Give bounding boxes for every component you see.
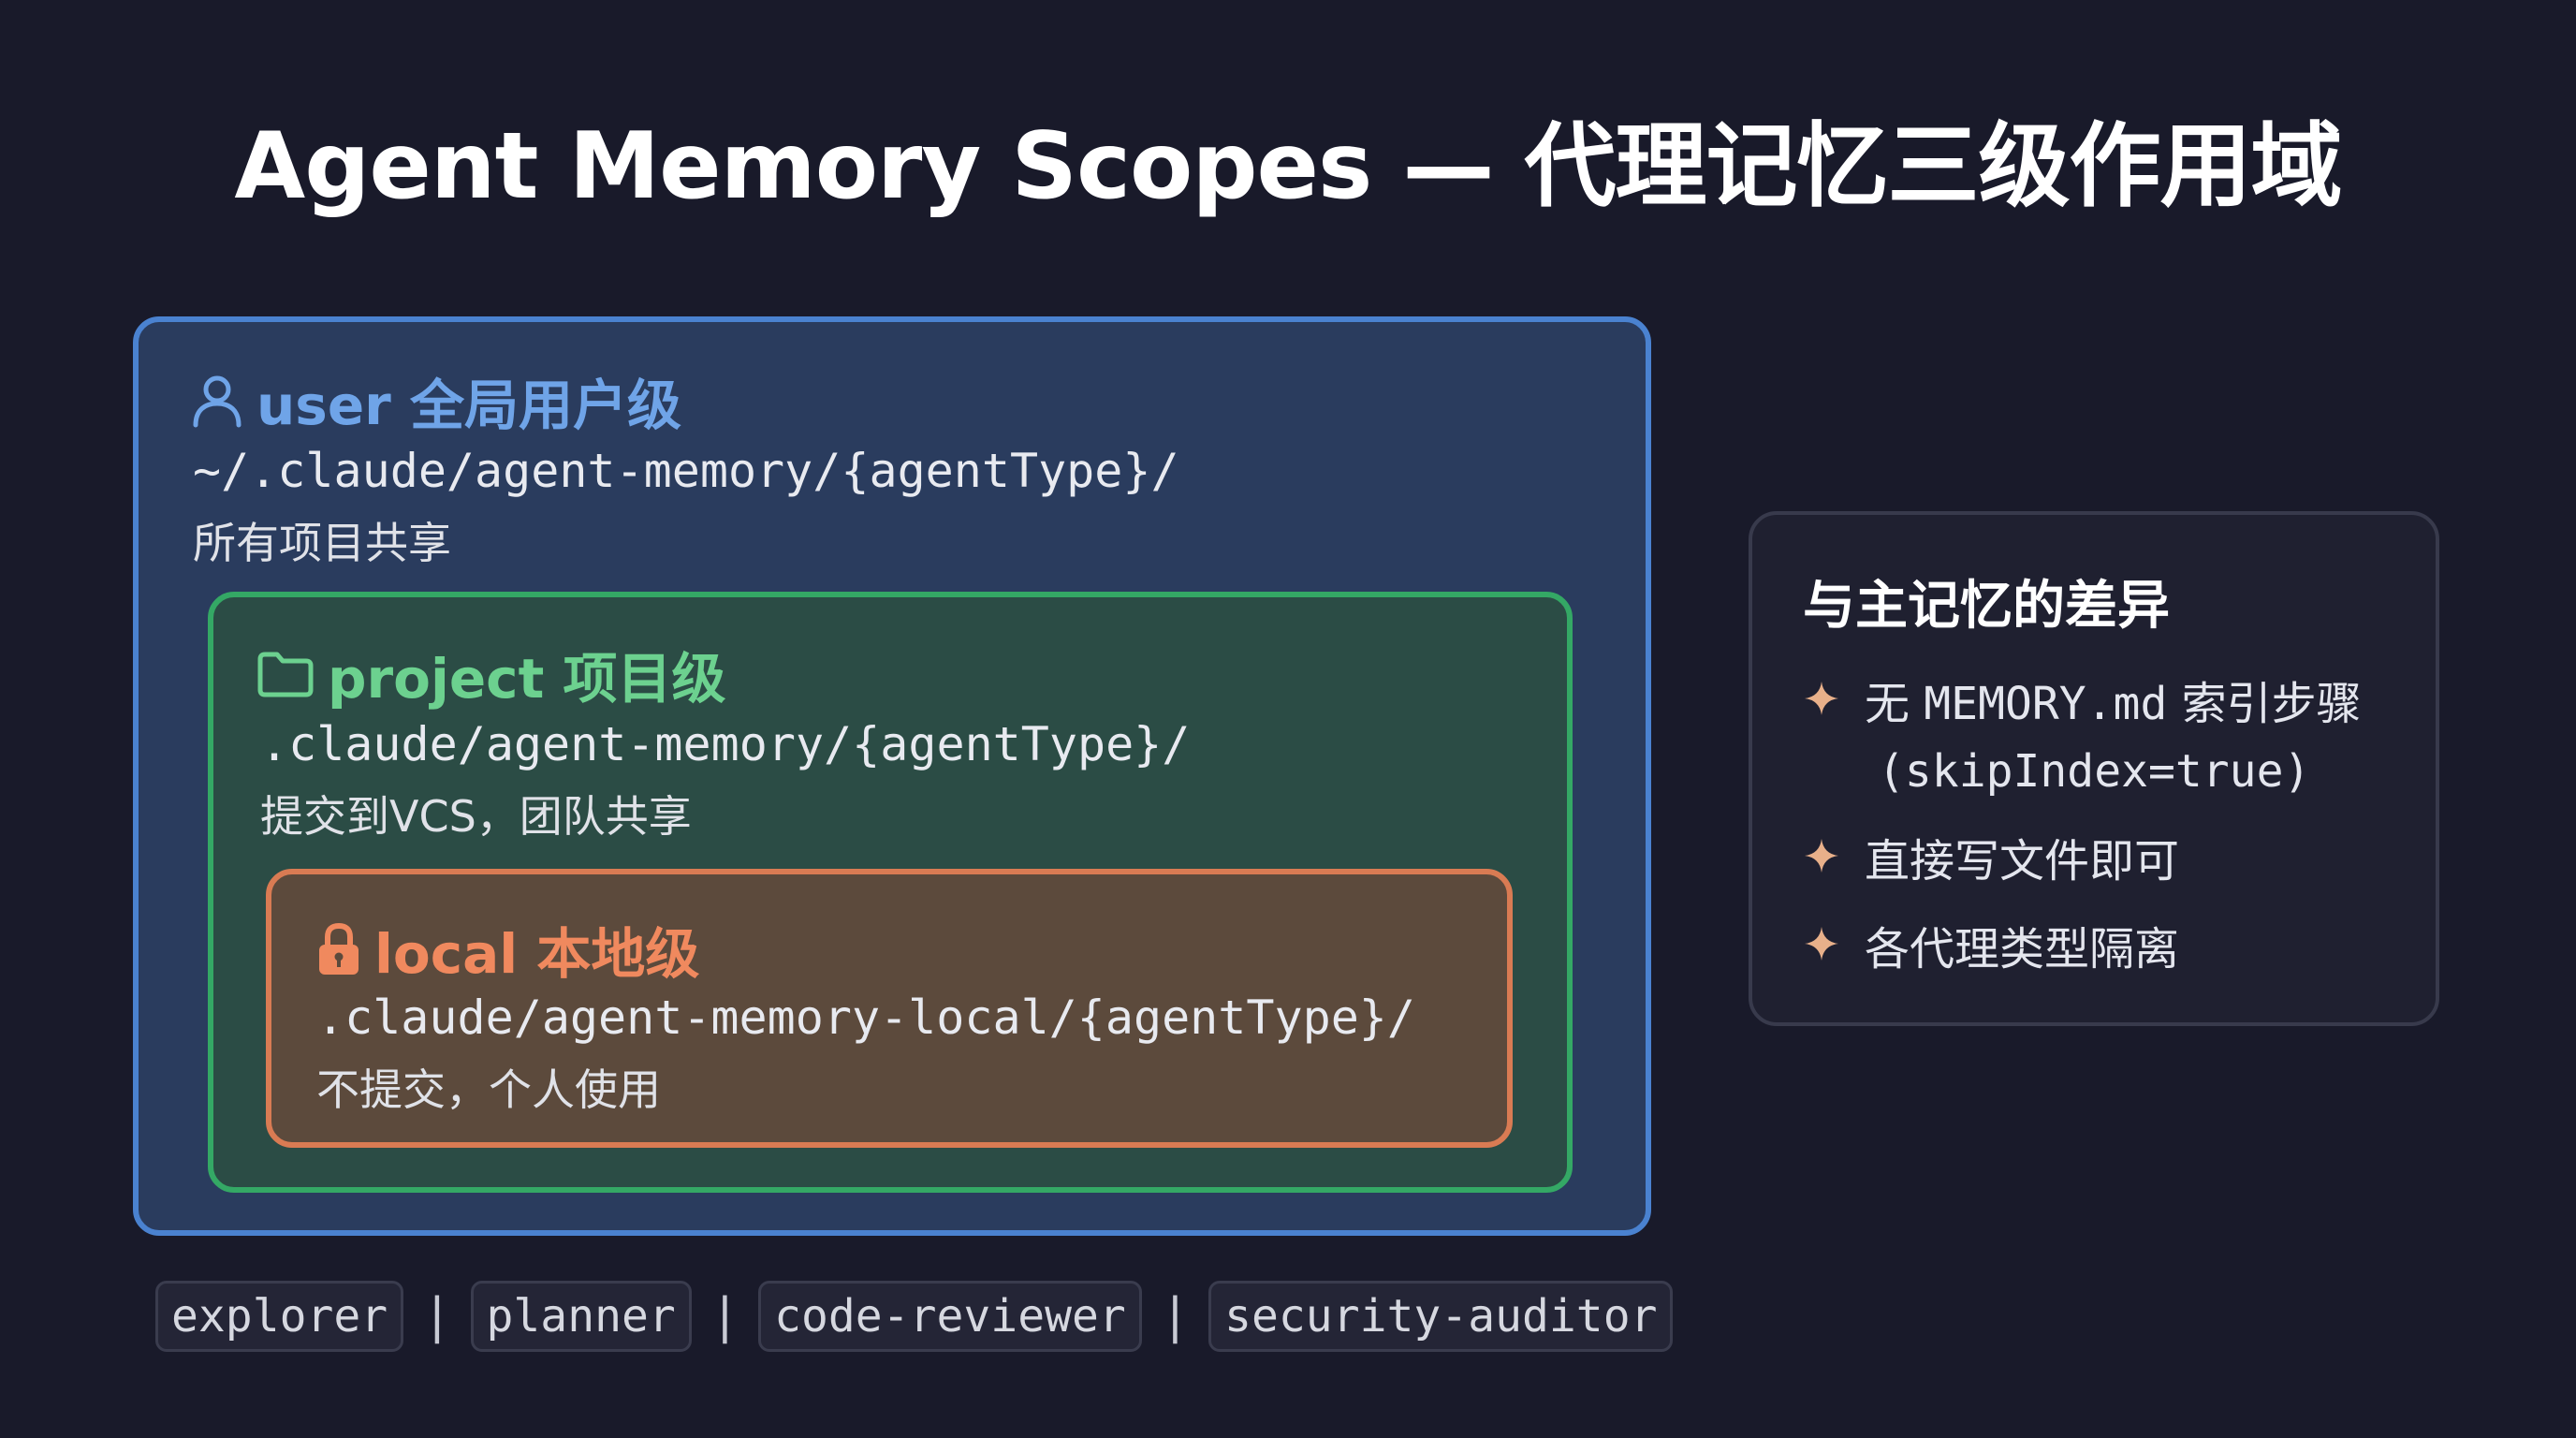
user-scope-header: user 全局用户级	[191, 361, 681, 440]
sparkle-icon	[1805, 839, 1838, 873]
project-scope-title: project 项目级	[328, 647, 726, 711]
separator: |	[710, 1288, 740, 1344]
user-scope-description: 所有项目共享	[193, 518, 451, 568]
local-scope-path: .claude/agent-memory-local/{agentType}/	[316, 990, 1415, 1045]
differences-title: 与主记忆的差异	[1803, 576, 2170, 637]
agent-type-chip: security-auditor	[1208, 1281, 1674, 1352]
project-scope-description: 提交到VCS，团队共享	[260, 791, 692, 842]
local-scope-description: 不提交，个人使用	[316, 1064, 661, 1115]
folder-icon	[257, 652, 314, 697]
difference-item-text: 各代理类型隔离	[1865, 923, 2180, 976]
local-scope-box: local 本地级 .claude/agent-memory-local/{ag…	[266, 869, 1513, 1148]
difference-item-text: 直接写文件即可	[1865, 835, 2180, 888]
local-scope-header: local 本地级	[316, 910, 699, 989]
difference-item: 各代理类型隔离	[1803, 916, 2179, 983]
difference-item: 无 MEMORY.md 索引步骤 (skipIndex=true)	[1803, 670, 2362, 805]
agent-type-chip: explorer	[155, 1281, 404, 1352]
difference-item: 直接写文件即可	[1803, 828, 2179, 895]
agent-type-chip: planner	[470, 1281, 692, 1352]
page-title: Agent Memory Scopes — 代理记忆三级作用域	[234, 113, 2342, 220]
user-icon	[193, 375, 242, 428]
user-scope-path: ~/.claude/agent-memory/{agentType}/	[193, 444, 1179, 498]
user-scope-title: user 全局用户级	[256, 374, 681, 437]
sparkle-icon	[1805, 682, 1838, 715]
project-scope-path: .claude/agent-memory/{agentType}/	[260, 717, 1191, 771]
local-scope-title: local 本地级	[374, 922, 700, 986]
sparkle-icon	[1805, 927, 1838, 961]
separator: |	[1160, 1288, 1191, 1344]
project-scope-header: project 项目级	[256, 635, 726, 713]
difference-item-text: 无 MEMORY.md 索引步骤 (skipIndex=true)	[1865, 678, 2362, 798]
agent-type-chip: code-reviewer	[758, 1281, 1142, 1352]
agent-type-list: explorer | planner | code-reviewer | sec…	[155, 1281, 1674, 1352]
separator: |	[422, 1288, 452, 1344]
lock-icon	[319, 922, 359, 975]
differences-panel: 与主记忆的差异 无 MEMORY.md 索引步骤 (skipIndex=true…	[1749, 511, 2439, 1026]
